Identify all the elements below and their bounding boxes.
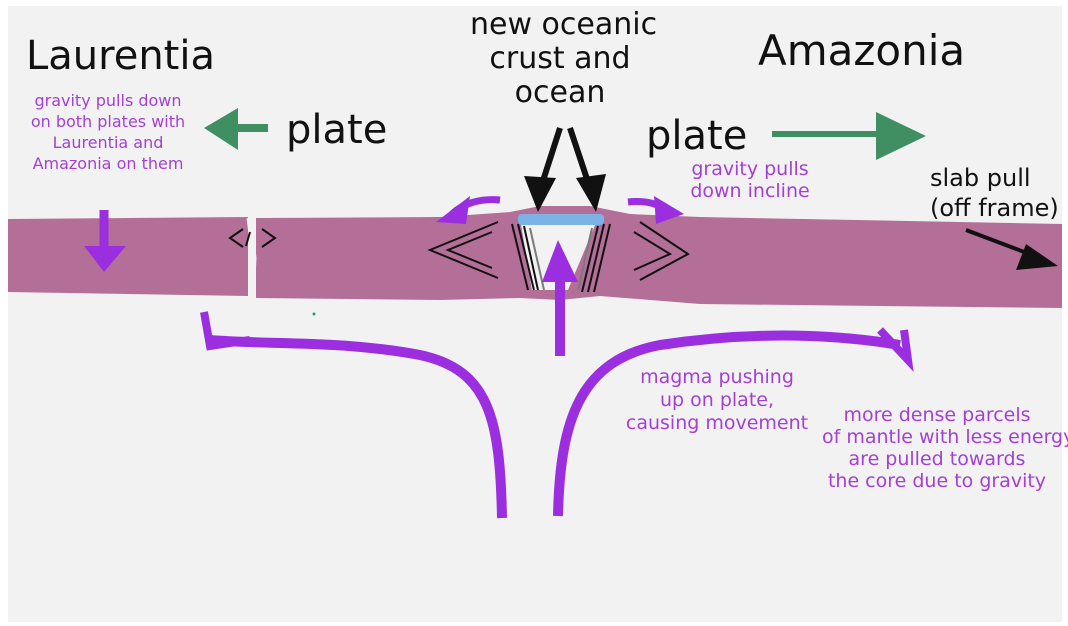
gravity-both-line-1: gravity pulls down: [10, 90, 206, 111]
dense-mantle-line-1: more dense parcels: [822, 404, 1052, 426]
slab-pull-label: slab pull (off frame): [930, 163, 1059, 223]
slab-pull-line-2: (off frame): [930, 193, 1059, 223]
plate-right-label: plate: [646, 116, 747, 156]
dense-mantle-line-2: of mantle with less energy: [822, 426, 1052, 448]
new-crust-label: new oceanic crust and ocean: [470, 8, 650, 110]
gravity-both-line-2: on both plates with: [10, 111, 206, 132]
laurentia-label: Laurentia: [26, 36, 215, 76]
slab-pull-line-1: slab pull: [930, 163, 1059, 193]
gravity-both-line-3: Laurentia and: [10, 132, 206, 153]
magma-line-3: causing movement: [612, 412, 822, 435]
gravity-incline-label: gravity pulls down incline: [680, 158, 820, 202]
magma-line-1: magma pushing: [612, 366, 822, 389]
speck: [313, 313, 316, 316]
dense-mantle-line-4: the core due to gravity: [822, 470, 1052, 492]
dense-mantle-label: more dense parcels of mantle with less e…: [822, 404, 1052, 492]
gravity-incline-line-1: gravity pulls: [680, 158, 820, 180]
plate-left-label: plate: [286, 110, 387, 150]
gravity-both-line-4: Amazonia on them: [10, 153, 206, 174]
magma-line-2: up on plate,: [612, 389, 822, 412]
new-crust-layer: [518, 214, 604, 225]
gravity-incline-line-2: down incline: [680, 180, 820, 202]
plate-band: [8, 217, 248, 296]
gravity-both-plates-label: gravity pulls down on both plates with L…: [10, 90, 206, 174]
new-crust-line-3: ocean: [470, 76, 650, 110]
dense-mantle-line-3: are pulled towards: [822, 448, 1052, 470]
amazonia-label: Amazonia: [758, 30, 965, 72]
new-crust-line-2: crust and: [470, 42, 650, 76]
magma-label: magma pushing up on plate, causing movem…: [612, 366, 822, 435]
new-crust-line-1: new oceanic: [470, 8, 650, 42]
